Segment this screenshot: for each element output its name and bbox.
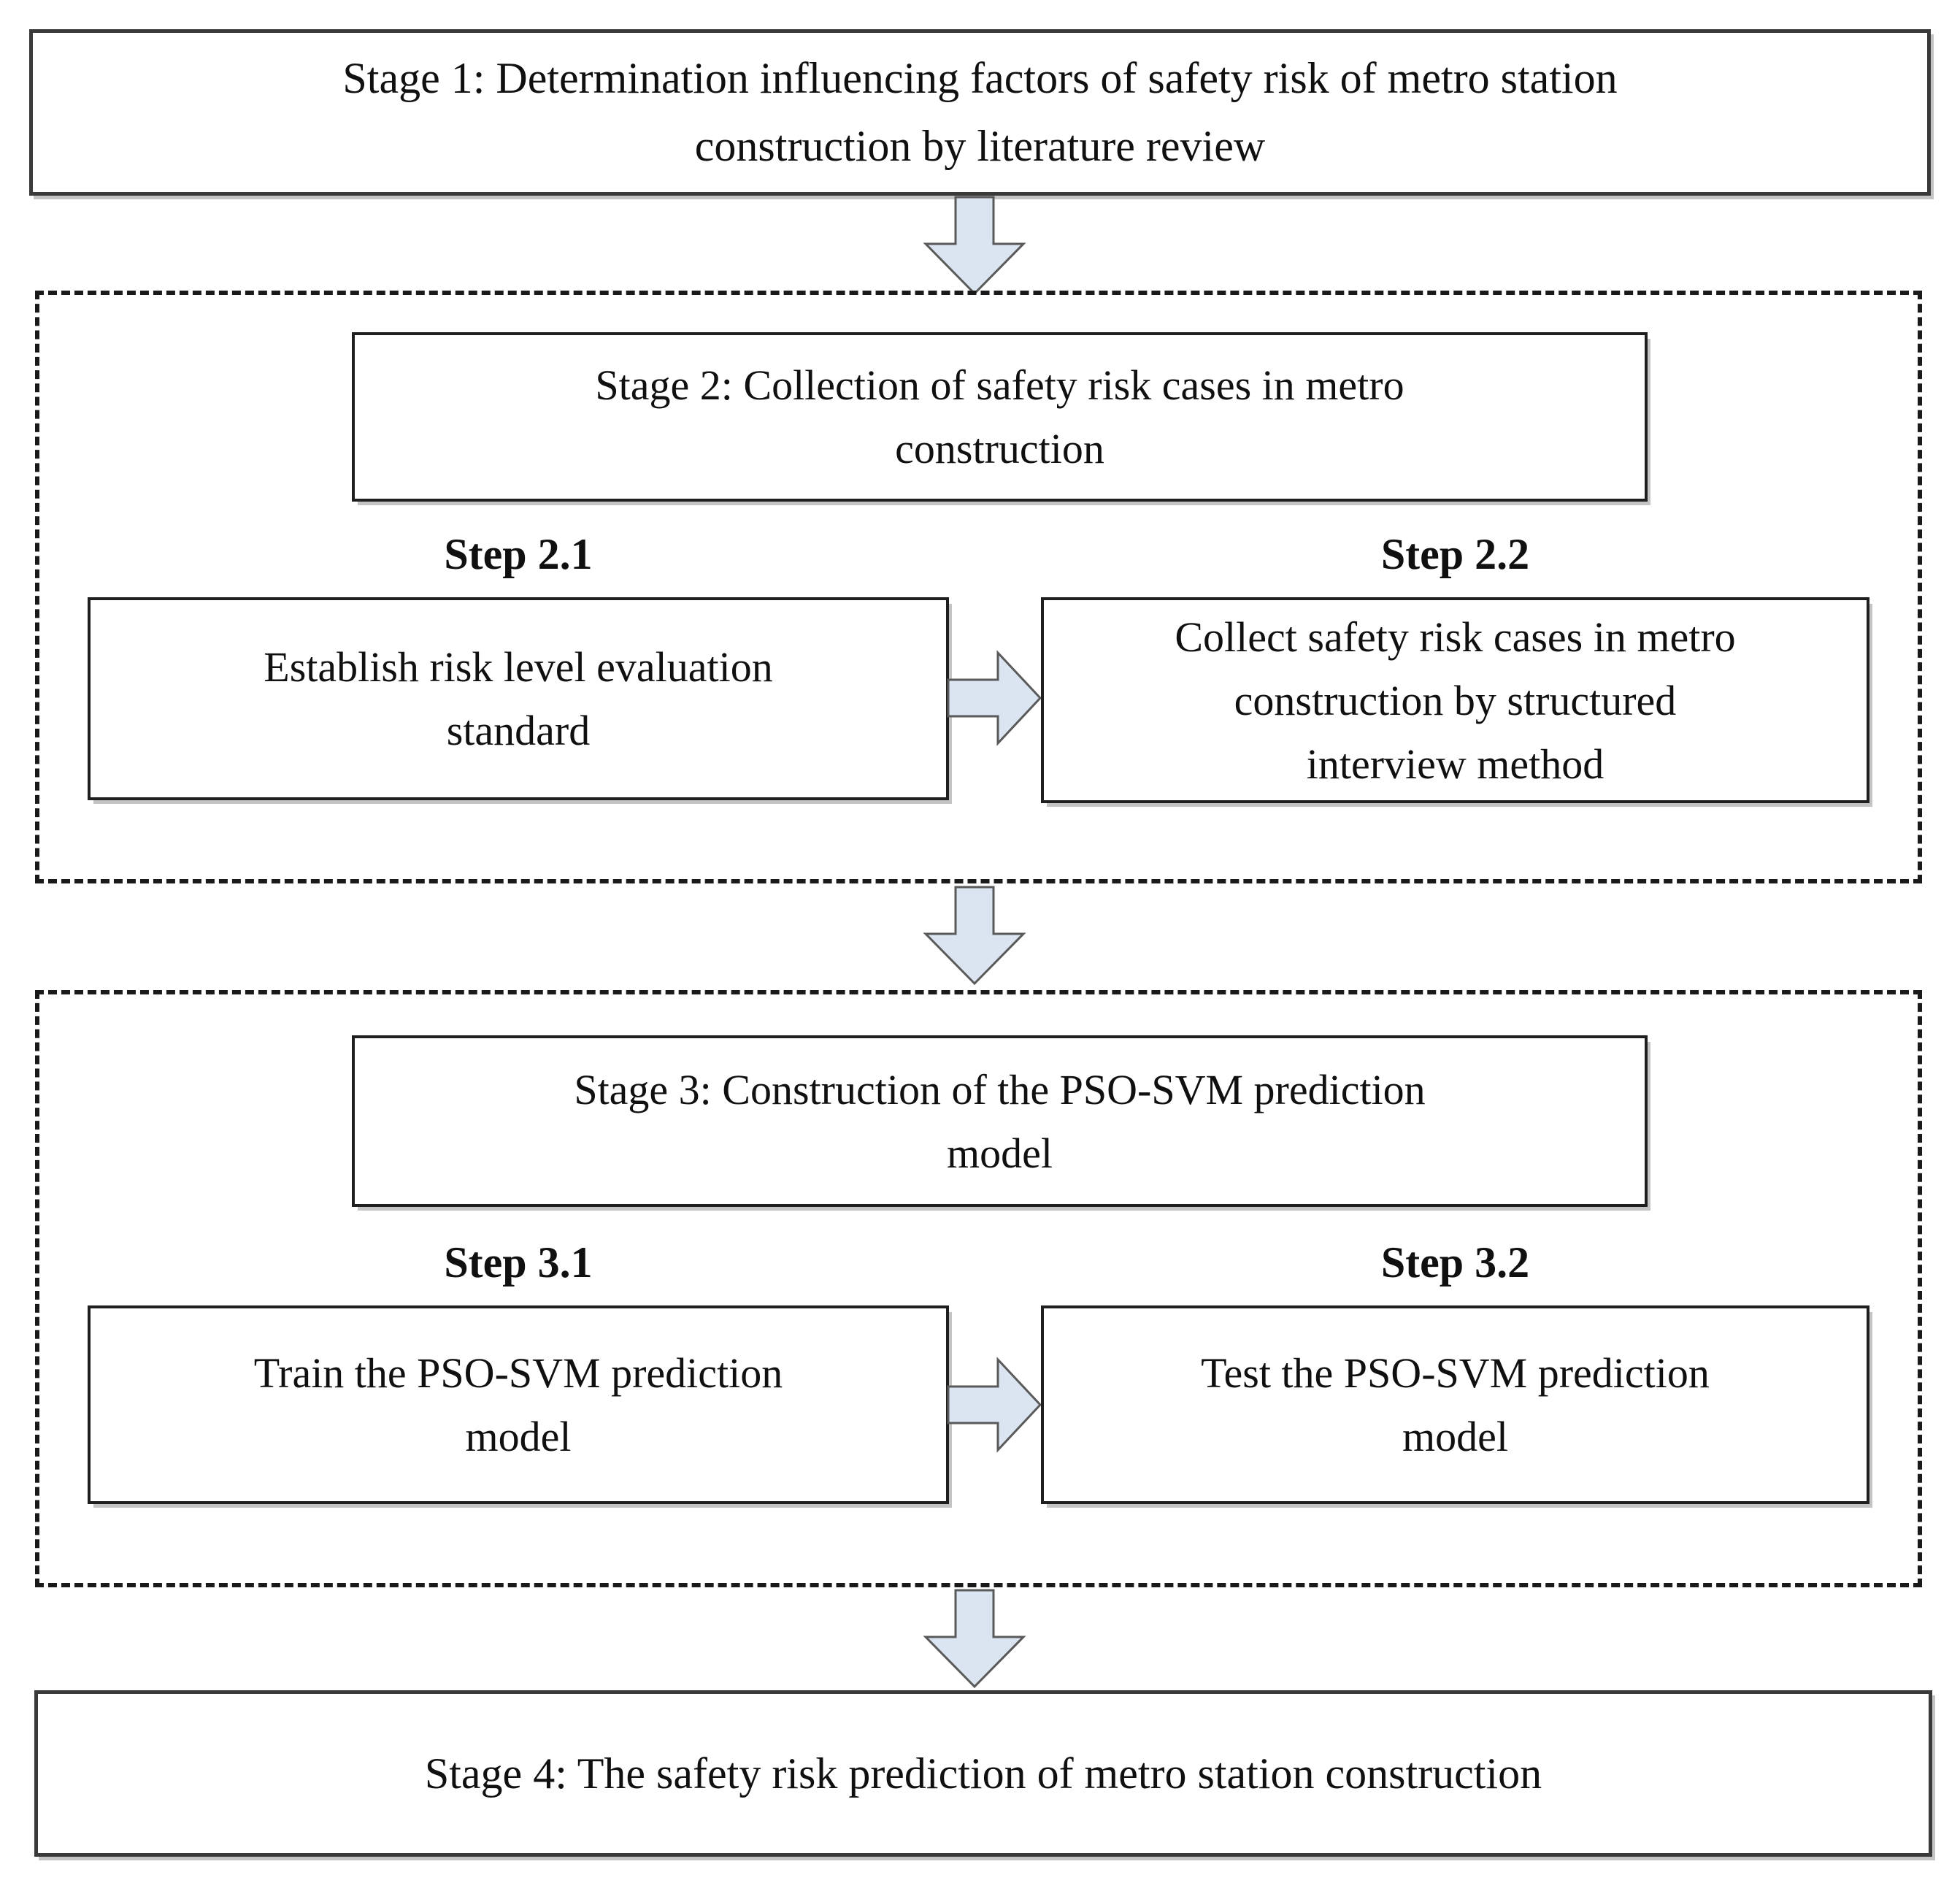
right-arrow-step2-1-to-step2-2 [947, 650, 1042, 746]
down-arrow-stage1-to-stage2 [923, 196, 1026, 296]
stage2-header-box: Stage 2: Collection of safety risk cases… [352, 332, 1648, 502]
step-3-1-text: Train the PSO-SVM prediction model [253, 1349, 783, 1460]
step-2-2-box: Collect safety risk cases in metro const… [1041, 597, 1869, 803]
step-3-2-text: Test the PSO-SVM prediction model [1201, 1349, 1710, 1460]
step-3-2-label: Step 3.2 [1380, 1238, 1530, 1286]
right-arrow-step3-1-to-step3-2 [947, 1357, 1042, 1453]
step-3-1-box: Train the PSO-SVM prediction model [88, 1305, 949, 1504]
stage3-header-box: Stage 3: Construction of the PSO-SVM pre… [352, 1035, 1648, 1207]
step-2-1-box: Establish risk level evaluation standard [88, 597, 949, 800]
step-3-2-box: Test the PSO-SVM prediction model [1041, 1305, 1869, 1504]
step-2-2-text: Collect safety risk cases in metro const… [1175, 613, 1736, 788]
stage2-dashed-container [35, 291, 1922, 883]
stage4-box: Stage 4: The safety risk prediction of m… [34, 1690, 1932, 1857]
stage1-text: Stage 1: Determination influencing facto… [342, 54, 1618, 170]
stage1-box: Stage 1: Determination influencing facto… [29, 29, 1931, 196]
step-2-1-text: Establish risk level evaluation standard [264, 643, 773, 754]
step-2-1-label: Step 2.1 [444, 530, 593, 578]
stage2-header-text: Stage 2: Collection of safety risk cases… [595, 361, 1404, 472]
down-arrow-stage3-to-stage4 [923, 1589, 1026, 1689]
stage3-dashed-container [35, 990, 1922, 1587]
step-2-2-label: Step 2.2 [1380, 530, 1530, 578]
step-3-1-label: Step 3.1 [444, 1238, 593, 1286]
stage4-text: Stage 4: The safety risk prediction of m… [424, 1749, 1542, 1798]
down-arrow-stage2-to-stage3 [923, 886, 1026, 986]
stage3-header-text: Stage 3: Construction of the PSO-SVM pre… [574, 1065, 1426, 1177]
